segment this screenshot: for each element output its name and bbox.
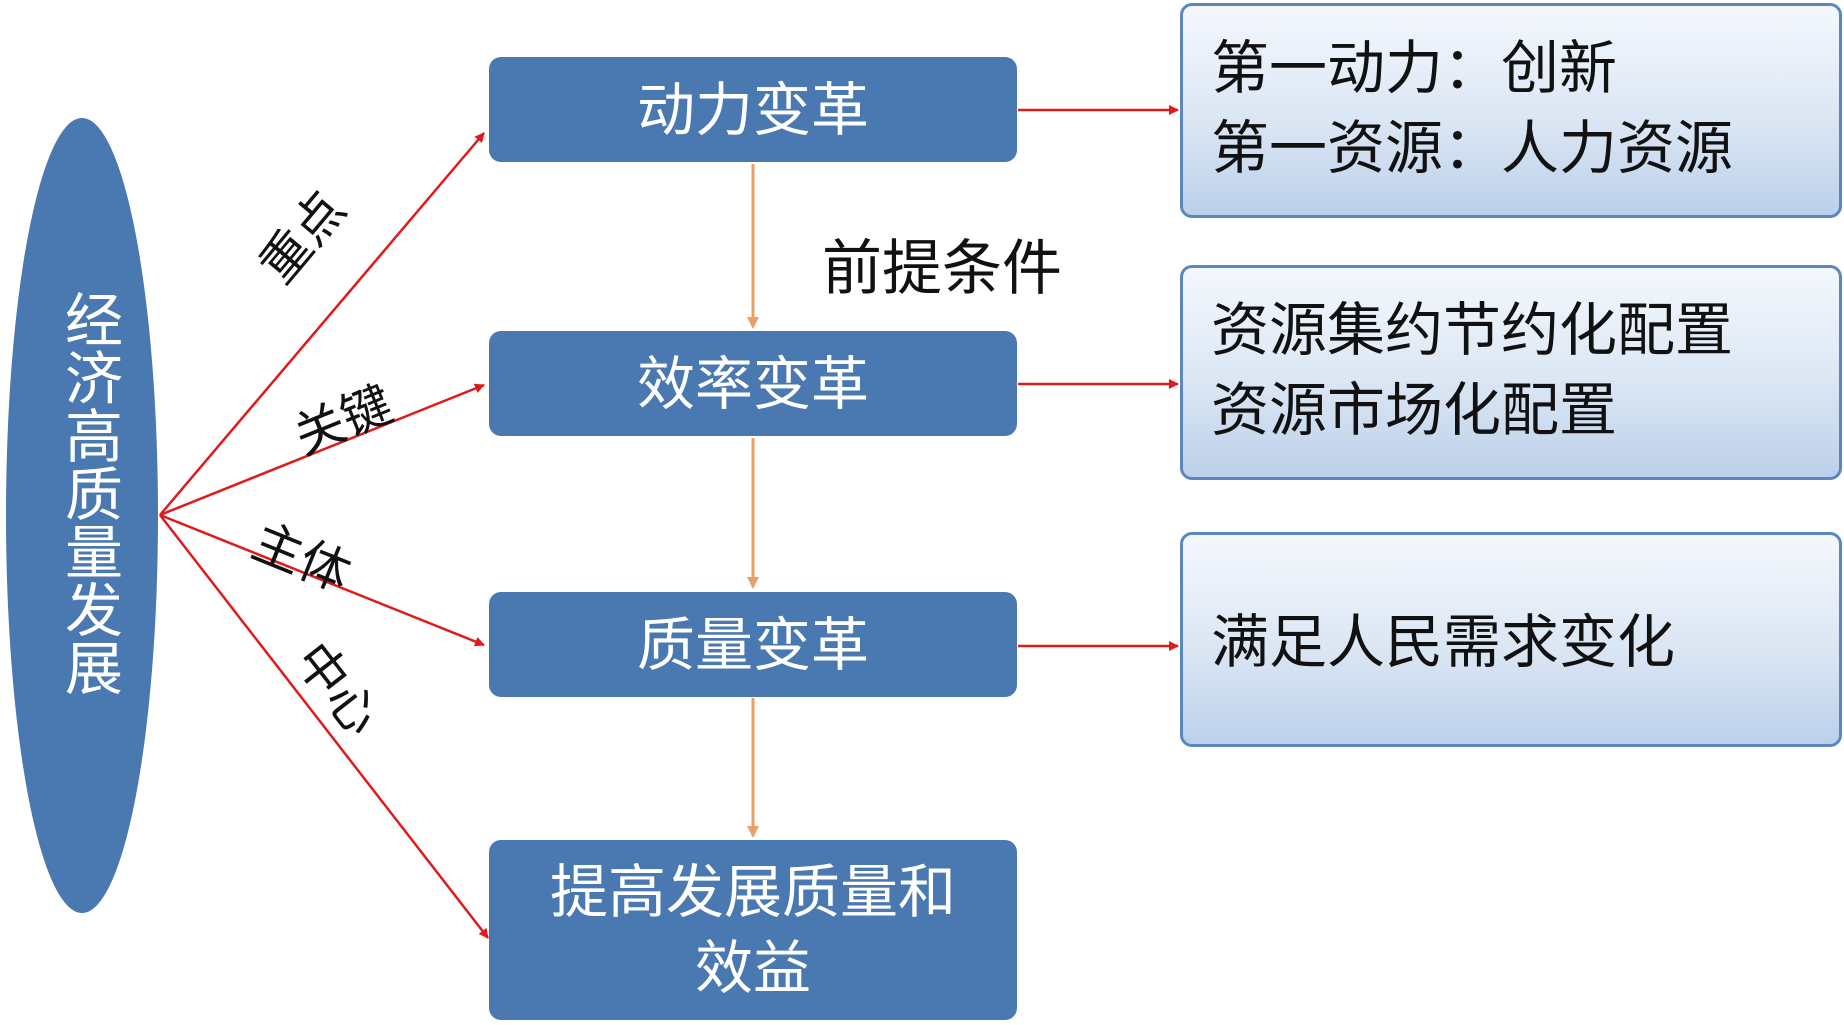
result-box-2: 资源集约节约化配置 资源市场化配置 <box>1180 265 1842 480</box>
box-xiaolv-label: 效率变革 <box>636 349 869 418</box>
arrow-to-b2 <box>159 383 485 517</box>
arrow-to-b4 <box>159 514 489 939</box>
result-1-line-2: 第一资源：人力资源 <box>1211 114 1734 182</box>
result-box-1: 第一动力：创新 第一资源：人力资源 <box>1180 3 1842 218</box>
box-tigao: 提高发展质量和效益 <box>489 840 1017 1020</box>
result-2-line-1: 资源集约节约化配置 <box>1211 296 1734 364</box>
box-xiaolv: 效率变革 <box>489 331 1017 436</box>
result-3-line-1: 满足人民需求变化 <box>1211 608 1676 676</box>
result-2-line-2: 资源市场化配置 <box>1211 376 1618 444</box>
condition-label: 前提条件 <box>822 234 1062 304</box>
result-1-line-1: 第一动力：创新 <box>1211 34 1618 102</box>
arrow-to-b3 <box>159 513 485 647</box>
box-tigao-label: 提高发展质量和效益 <box>549 858 956 1002</box>
box-zhiliang-label: 质量变革 <box>636 610 869 679</box>
box-dongli-label: 动力变革 <box>636 75 869 144</box>
center-label: 经济高质量发展 <box>55 290 123 696</box>
result-box-3: 满足人民需求变化 <box>1180 532 1842 747</box>
center-ellipse <box>6 118 158 913</box>
box-zhiliang: 质量变革 <box>489 592 1017 697</box>
arrow-to-b1 <box>159 132 485 516</box>
box-dongli: 动力变革 <box>489 57 1017 162</box>
